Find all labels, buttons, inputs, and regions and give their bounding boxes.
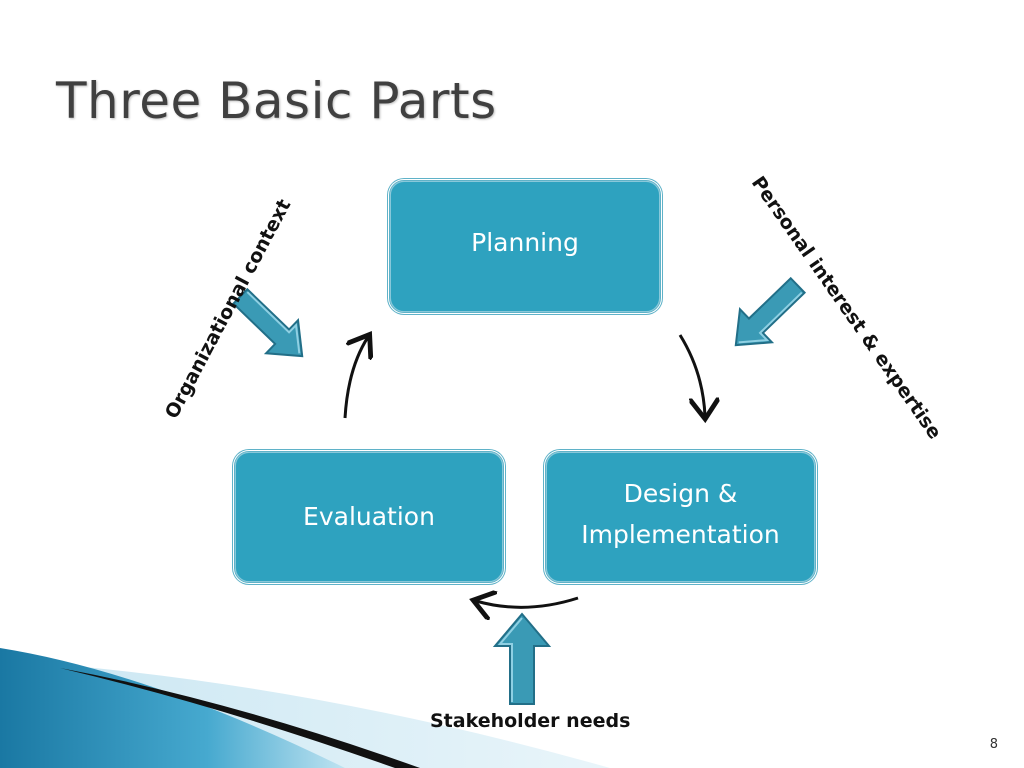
- curved-arrow-icon-evaluation-to-planning: [343, 337, 368, 419]
- corner-swoosh-blue: [0, 648, 345, 768]
- design-implementation-box: Design & Implementation: [545, 451, 816, 583]
- design-label-line2: Implementation: [581, 520, 780, 550]
- curved-arrow-icon-design-to-evaluation: [476, 598, 579, 607]
- curved-arrow-icon-planning-to-design: [678, 334, 705, 416]
- page-title: Three Basic Parts: [56, 72, 497, 130]
- stakeholder-needs-label: Stakeholder needs: [430, 710, 631, 732]
- block-arrow-icon-organizational: [231, 287, 304, 358]
- design-label-line1: Design &: [623, 479, 738, 508]
- corner-swoosh-dark: [60, 668, 420, 768]
- planning-label: Planning: [471, 228, 579, 257]
- block-arrow-icon-personal: [734, 276, 807, 347]
- planning-box: Planning: [389, 180, 661, 313]
- evaluation-box: Evaluation: [234, 451, 504, 583]
- block-arrow-icon-stakeholder: [492, 612, 552, 705]
- evaluation-label: Evaluation: [303, 502, 435, 531]
- page-number: 8: [989, 737, 998, 752]
